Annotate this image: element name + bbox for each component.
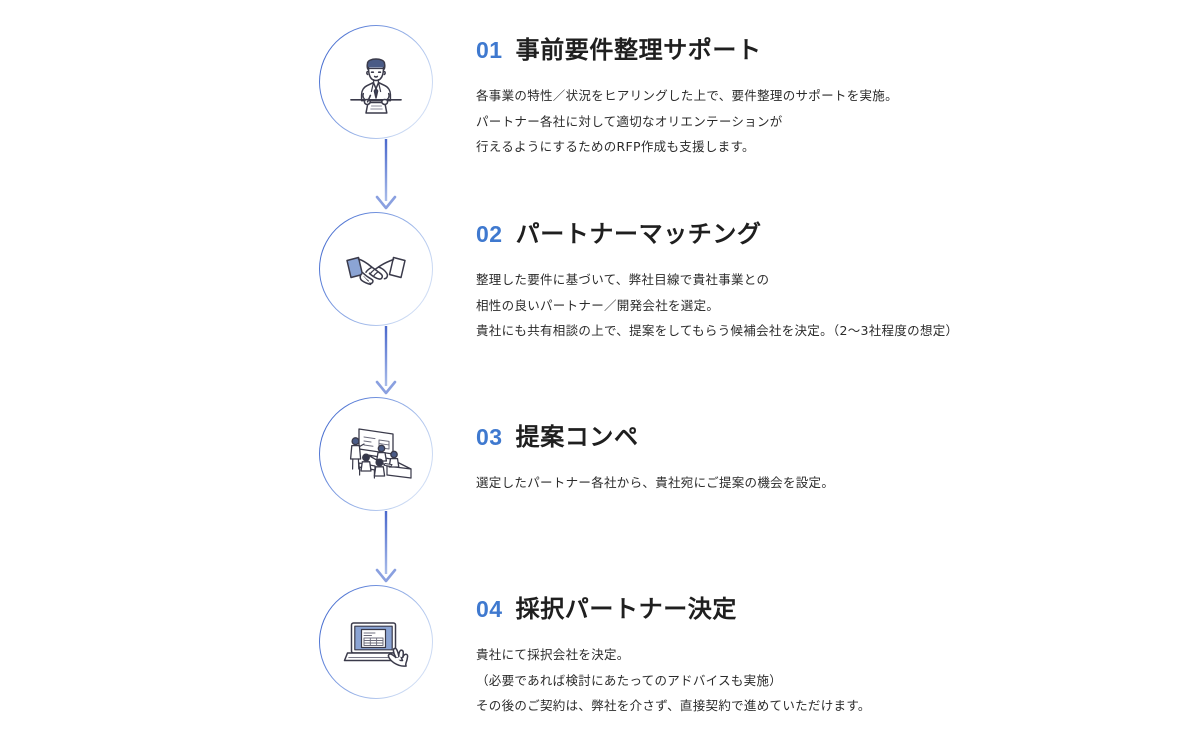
description-line: （必要であれば検討にあたってのアドバイスも実施） [476, 672, 783, 688]
step-2-body: 02 パートナーマッチング 整理した要件に基づいて、弊社目線で貴社事業との 相性… [476, 212, 1136, 344]
description-line: その後のご契約は、弊社を介さず、直接契約で進めていただけます。 [476, 698, 871, 714]
circle-ring [319, 397, 433, 511]
handshake-icon [319, 212, 433, 326]
connector-arrow-3 [374, 511, 398, 586]
step-2-heading: 02 パートナーマッチング [476, 212, 1136, 246]
description-line: 各事業の特性／状況をヒアリングした上で、要件整理のサポートを実施。 [476, 88, 898, 103]
step-1-description: 各事業の特性／状況をヒアリングした上で、要件整理のサポートを実施。 パートナー各… [476, 83, 1136, 160]
person-writing-document-icon [319, 25, 433, 139]
step-3-description: 選定したパートナー各社から、貴社宛にご提案の機会を設定。 [476, 470, 1136, 496]
step-4-icon-circle [319, 585, 433, 699]
step-3-icon-circle [319, 397, 433, 511]
step-1-heading: 01 事前要件整理サポート [476, 25, 1136, 62]
step-4-description: 貴社にて採択会社を決定。 （必要であれば検討にあたってのアドバイスも実施） その… [476, 642, 1136, 719]
description-line: 貴社にも共有相談の上で、提案をしてもらう候補会社を決定。（2〜3社程度の想定） [476, 323, 959, 339]
connector-arrow-1 [374, 139, 398, 213]
step-3-number: 03 [476, 424, 503, 450]
step-2-number: 02 [476, 221, 503, 247]
step-1-body: 01 事前要件整理サポート 各事業の特性／状況をヒアリングした上で、要件整理のサ… [476, 25, 1136, 160]
description-line: 貴社にて採択会社を決定。 [476, 647, 630, 662]
step-3-heading: 03 提案コンペ [476, 397, 1136, 449]
step-3-title: 提案コンペ [515, 423, 639, 451]
step-1-number: 01 [476, 37, 503, 63]
step-4-body: 04 採択パートナー決定 貴社にて採択会社を決定。 （必要であれば検討にあたって… [476, 585, 1136, 719]
description-line: 選定したパートナー各社から、貴社宛にご提案の機会を設定。 [476, 475, 835, 490]
description-line: 整理した要件に基づいて、弊社目線で貴社事業との [476, 272, 770, 287]
description-line: パートナー各社に対して適切なオリエンテーションが [476, 113, 783, 129]
step-4-title: 採択パートナー決定 [515, 595, 737, 623]
step-2-description: 整理した要件に基づいて、弊社目線で貴社事業との 相性の良いパートナー／開発会社を… [476, 267, 1136, 344]
circle-ring [319, 25, 433, 139]
step-4-heading: 04 採択パートナー決定 [476, 585, 1136, 621]
description-line: 行えるようにするためのRFP作成も支援します。 [476, 139, 755, 155]
laptop-hand-pointing-icon [319, 585, 433, 699]
connector-arrow-2 [374, 326, 398, 398]
description-line: 相性の良いパートナー／開発会社を選定。 [476, 297, 720, 313]
presentation-meeting-icon [319, 397, 433, 511]
step-4-number: 04 [476, 596, 503, 622]
step-3-body: 03 提案コンペ 選定したパートナー各社から、貴社宛にご提案の機会を設定。 [476, 397, 1136, 496]
step-2-title: パートナーマッチング [515, 220, 762, 248]
step-2-icon-circle [319, 212, 433, 326]
step-1-title: 事前要件整理サポート [515, 36, 762, 64]
step-1-icon-circle [319, 25, 433, 139]
